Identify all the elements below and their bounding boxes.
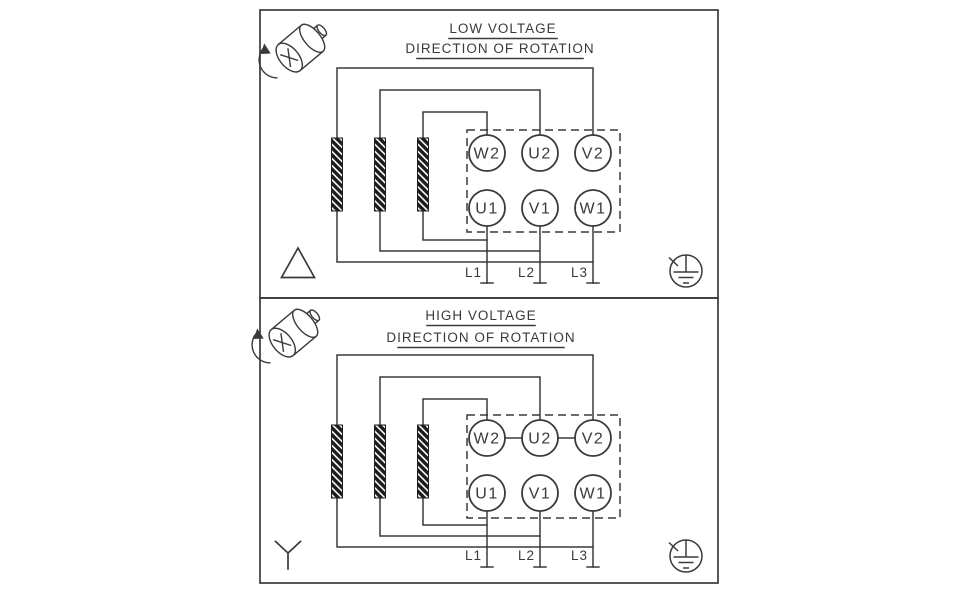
lead-label-l1: L1 bbox=[465, 265, 482, 280]
rotation-direction-icon bbox=[242, 291, 329, 375]
panel-title: HIGH VOLTAGE bbox=[425, 308, 536, 323]
terminal-label-v1: V1 bbox=[529, 486, 552, 503]
lead-label-l1: L1 bbox=[465, 548, 482, 563]
terminal-v1 bbox=[521, 474, 559, 512]
wire-inner-bottom bbox=[422, 495, 488, 526]
wire-inner-top bbox=[422, 111, 488, 143]
link-bar bbox=[331, 137, 343, 212]
terminal-label-v1: V1 bbox=[529, 201, 552, 218]
wire-outer-top bbox=[336, 67, 594, 143]
wire-inner-top bbox=[422, 398, 488, 430]
terminal-label-w2: W2 bbox=[474, 431, 501, 448]
terminal-link-bars bbox=[331, 424, 429, 499]
wire-inner-bottom bbox=[422, 208, 488, 241]
wire-outer-bottom bbox=[336, 208, 594, 263]
panel-subtitle: DIRECTION OF ROTATION bbox=[386, 330, 575, 345]
panel-high-voltage: HIGH VOLTAGE DIRECTION OF ROTATION bbox=[242, 291, 719, 584]
terminal-label-u2: U2 bbox=[528, 146, 551, 163]
link-bar bbox=[331, 424, 343, 499]
terminal-label-w2: W2 bbox=[474, 146, 501, 163]
terminals: W2 U2 V2 U1 V1 W1 bbox=[468, 134, 612, 227]
wire-middle-top bbox=[379, 376, 541, 430]
terminal-label-w1: W1 bbox=[580, 486, 607, 503]
panel-subtitle: DIRECTION OF ROTATION bbox=[405, 41, 594, 56]
terminal-label-v2: V2 bbox=[582, 431, 605, 448]
delta-connection-icon bbox=[280, 246, 316, 279]
terminal-link-bars bbox=[331, 137, 429, 212]
terminal-w1 bbox=[574, 474, 612, 512]
wire-outer-top bbox=[336, 354, 594, 430]
terminal-label-u1: U1 bbox=[475, 486, 498, 503]
link-bar bbox=[417, 424, 429, 499]
terminal-label-u2: U2 bbox=[528, 431, 551, 448]
lead-label-l3: L3 bbox=[571, 548, 588, 563]
terminal-v1 bbox=[521, 189, 559, 227]
lead-labels: L1 L2 L3 bbox=[465, 265, 588, 280]
terminal-u1 bbox=[468, 189, 506, 227]
wire-middle-bottom bbox=[379, 208, 541, 252]
lead-wires bbox=[480, 510, 600, 568]
terminal-u1 bbox=[468, 474, 506, 512]
winding-loops bbox=[336, 67, 594, 263]
terminal-label-u1: U1 bbox=[475, 201, 498, 218]
wire-middle-bottom bbox=[379, 495, 541, 537]
terminal-block-outline bbox=[466, 129, 621, 233]
terminals: W2 U2 V2 U1 V1 W1 bbox=[468, 419, 612, 512]
panel-title: LOW VOLTAGE bbox=[449, 21, 556, 36]
lead-label-l3: L3 bbox=[571, 265, 588, 280]
link-bar bbox=[374, 137, 386, 212]
terminal-label-v2: V2 bbox=[582, 146, 605, 163]
panel-low-voltage: LOW VOLTAGE DIRECTION OF ROTATION bbox=[249, 6, 719, 299]
terminal-label-w1: W1 bbox=[580, 201, 607, 218]
wire-middle-top bbox=[379, 89, 541, 143]
star-arm bbox=[274, 540, 290, 555]
rotation-direction-icon bbox=[249, 6, 336, 90]
earth-ground-icon bbox=[668, 539, 703, 573]
terminal-u2 bbox=[521, 134, 559, 172]
terminal-w2 bbox=[468, 134, 506, 172]
terminal-w1 bbox=[574, 189, 612, 227]
terminal-block-outline bbox=[466, 414, 621, 519]
link-bar bbox=[374, 424, 386, 499]
earth-ground-icon bbox=[668, 254, 703, 288]
link-bar bbox=[417, 137, 429, 212]
lead-labels: L1 L2 L3 bbox=[465, 548, 588, 563]
terminal-v2 bbox=[574, 134, 612, 172]
panel-border bbox=[259, 297, 719, 584]
lead-label-l2: L2 bbox=[518, 265, 535, 280]
star-arm bbox=[286, 540, 302, 555]
star-connection-icon bbox=[274, 540, 302, 570]
lead-label-l2: L2 bbox=[518, 548, 535, 563]
wire-outer-bottom bbox=[336, 495, 594, 548]
lead-wires bbox=[480, 225, 600, 284]
